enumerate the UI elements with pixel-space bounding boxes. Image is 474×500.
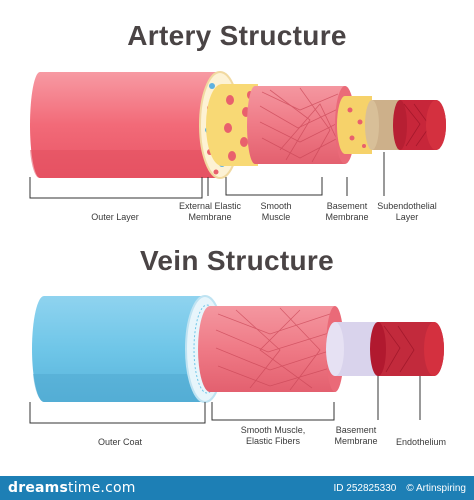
vein-muscle-fibers [215,307,333,391]
vein-diagram [29,295,444,424]
artery-yellow-dots [224,91,253,161]
artery-outer-shade [30,150,220,179]
artery-basement-dots [347,107,366,148]
vein-brackets [29,376,421,424]
artery-lumen-end [426,100,446,150]
vein-smooth-muscle [198,306,335,392]
image-id: ID 252825330 © Artinspiring [324,483,466,494]
label-vein-basement-membrane: Basement Membrane [334,425,378,446]
label-external-elastic-membrane: External Elastic Membrane [178,201,242,222]
label-subendothelial-layer: Subendothelial Layer [377,201,437,222]
label-outer-layer: Outer Layer [91,212,139,222]
dreamstime-logo: dreamstime.com [8,480,136,496]
artery-structure-title: Artery Structure [127,20,347,51]
artery-subendothelial-layer [372,100,400,150]
vein-structure-title: Vein Structure [139,245,335,276]
artery-muscle-fibers [259,87,343,163]
label-endothelium: Endothelium [395,437,447,447]
artery-brackets [29,152,385,199]
label-outer-coat: Outer Coat [97,437,143,447]
artery-diagram [29,71,446,199]
label-vein-smooth-muscle: Smooth Muscle, Elastic Fibers [240,425,306,446]
label-artery-basement-membrane: Basement Membrane [325,201,369,222]
image-id-text: ID 252825330 [333,483,397,494]
vein-basement-membrane [335,322,378,376]
vein-lumen-end [424,322,444,376]
watermark-footer: dreamstime.com ID 252825330 © Artinspirin… [0,476,474,500]
author-credit: © Artinspiring [406,483,466,494]
label-artery-smooth-muscle: Smooth Muscle [260,201,292,222]
